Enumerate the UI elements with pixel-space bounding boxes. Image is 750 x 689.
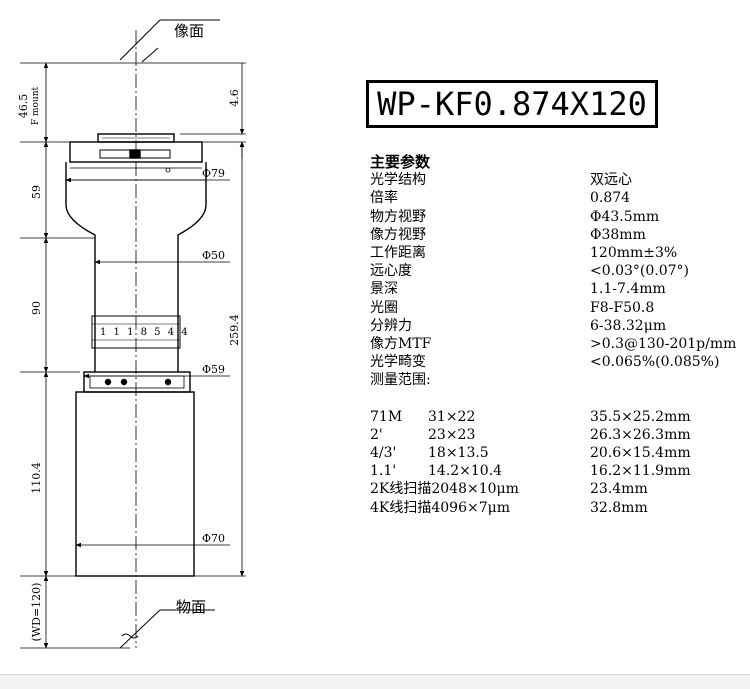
spec-key: 工作距离 — [370, 245, 426, 262]
diameter-dimensions — [65, 177, 230, 548]
format-row: 4K线扫描4096×7μm 32.8mm — [370, 499, 746, 517]
format-name: 2K线扫描2048×10μm — [370, 481, 519, 498]
format-field: 26.3×26.3mm — [590, 426, 691, 443]
format-size: 31×22 — [428, 408, 476, 425]
spec-key: 分辨力 — [370, 317, 412, 334]
dim-90: 90 — [30, 301, 43, 315]
spec-value: 1.1-7.4mm — [590, 281, 666, 298]
format-sensor: 1.1' 14.2×10.4 — [370, 462, 590, 480]
phi59-label: Φ59 — [202, 363, 225, 376]
spec-row: 分辨力 6-38.32μm — [370, 317, 746, 335]
dim-f-mount: F mount — [31, 86, 41, 125]
format-name: 71M — [370, 408, 403, 425]
phi79-label: Φ79 — [202, 167, 225, 180]
spec-value: Φ43.5mm — [590, 208, 660, 225]
spec-row: 光学畸变 <0.065%(0.085%) — [370, 353, 746, 371]
spec-row: 物方视野 Φ43.5mm — [370, 208, 746, 226]
spec-row: 光学结构 双远心 — [370, 171, 746, 189]
spec-key: 光圈 — [370, 299, 398, 316]
spec-row: 像方MTF >0.3@130-201p/mm — [370, 335, 746, 353]
spec-value: <0.03°(0.07°) — [590, 263, 689, 280]
object-plane-label: 物面 — [176, 598, 206, 616]
dim-59: 59 — [30, 185, 43, 199]
image-plane-label: 像面 — [174, 22, 204, 40]
image-plane-marker: 像面 — [119, 19, 220, 63]
bottom-bar — [0, 674, 750, 689]
format-row: 71M 31×22 35.5×25.2mm — [370, 408, 746, 426]
spec-value: F8-F50.8 — [590, 299, 655, 316]
spec-key: 光学畸变 — [370, 354, 426, 371]
spec-value: Φ38mm — [590, 226, 646, 243]
format-sensor: 4/3' 18×13.5 — [370, 444, 590, 462]
model-title: WP-KF0.874X120 — [366, 80, 658, 128]
spec-value: >0.3@130-201p/mm — [590, 336, 737, 353]
spec-key: 远心度 — [370, 263, 412, 280]
spec-value: 双远心 — [590, 172, 632, 189]
format-name: 4K线扫描4096×7μm — [370, 499, 511, 516]
spec-value: 120mm±3% — [590, 245, 678, 262]
format-sensor: 4K线扫描4096×7μm — [370, 499, 590, 517]
spec-row: 倍率 0.874 — [370, 189, 746, 207]
spec-key: 光学结构 — [370, 172, 426, 189]
format-row: 1.1' 14.2×10.4 16.2×11.9mm — [370, 462, 746, 480]
phi70-label: Φ70 — [202, 532, 225, 545]
spec-row: 光圈 F8-F50.8 — [370, 299, 746, 317]
object-plane-marker: 物面 — [119, 598, 215, 649]
spec-key: 物方视野 — [370, 208, 426, 225]
format-field: 32.8mm — [590, 499, 648, 516]
format-size: 14.2×10.4 — [428, 463, 503, 480]
spec-row: 远心度 <0.03°(0.07°) — [370, 262, 746, 280]
format-sensor: 71M 31×22 — [370, 408, 590, 426]
specs-heading: 主要参数 — [370, 153, 431, 171]
format-field: 20.6×15.4mm — [590, 445, 691, 462]
dimension-labels: 46.5 F mount 59 90 110.4 (WD=120) 4.6 25… — [17, 86, 241, 641]
format-sensor: 2' 23×23 — [370, 426, 590, 444]
format-name: 1.1' — [370, 463, 397, 480]
spec-value: <0.065%(0.085%) — [590, 354, 720, 371]
spec-row: 像方视野 Φ38mm — [370, 226, 746, 244]
dim-wd: (WD=120) — [30, 583, 43, 642]
spec-row: 工作距离 120mm±3% — [370, 244, 746, 262]
format-row: 2K线扫描2048×10μm 23.4mm — [370, 480, 746, 498]
format-name: 2' — [370, 426, 383, 443]
dim-46-5: 46.5 — [17, 94, 30, 119]
format-field: 35.5×25.2mm — [590, 408, 691, 425]
spec-key: 倍率 — [370, 190, 398, 207]
spec-value: 6-38.32μm — [590, 317, 667, 334]
format-size: 18×13.5 — [428, 445, 489, 462]
format-name: 4/3' — [370, 445, 397, 462]
format-row: 2' 23×23 26.3×26.3mm — [370, 426, 746, 444]
format-row: 4/3' 18×13.5 20.6×15.4mm — [370, 444, 746, 462]
aperture-scale: 1 1 1 8 5 4 4 — [100, 327, 190, 338]
format-field: 16.2×11.9mm — [590, 463, 691, 480]
spec-row: 测量范围: — [370, 371, 746, 389]
spec-rows: 光学结构 双远心倍率 0.874 物方视野 Φ43.5mm 像方视野 Φ38mm 工作距离 12… — [370, 171, 746, 389]
spec-row: 景深 1.1-7.4mm — [370, 280, 746, 298]
spec-key: 像方视野 — [370, 226, 426, 243]
spec-value — [590, 371, 746, 389]
spec-value: 0.874 — [590, 190, 631, 207]
model-name: WP-KF0.874X120 — [377, 85, 647, 123]
dim-110-4: 110.4 — [30, 462, 43, 494]
dim-4-6: 4.6 — [228, 89, 241, 107]
format-field: 23.4mm — [590, 481, 648, 498]
dim-259-4: 259.4 — [228, 314, 241, 346]
spec-gap — [370, 390, 746, 408]
spec-key: 像方MTF — [370, 336, 432, 353]
spec-key: 景深 — [370, 281, 398, 298]
extension-lines — [20, 62, 246, 649]
phi50-label: Φ50 — [202, 249, 225, 262]
format-sensor: 2K线扫描2048×10μm — [370, 480, 590, 498]
format-size: 23×23 — [428, 426, 476, 443]
spec-key: 测量范围: — [370, 372, 431, 389]
